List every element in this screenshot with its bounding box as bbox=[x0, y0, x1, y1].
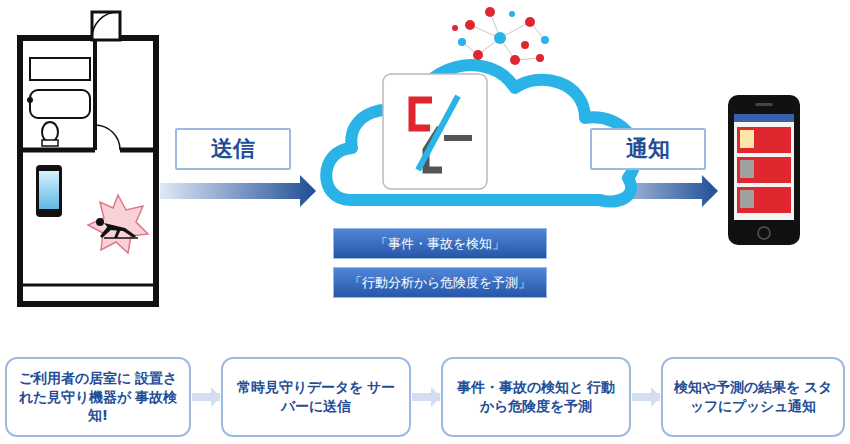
step-label: 通知 bbox=[590, 128, 706, 170]
step-label: 送信 bbox=[175, 128, 291, 170]
node-text: ご利用者の居室に 設置された見守り機器が 事故検知! bbox=[15, 369, 181, 426]
node-text: 「事件・事故を検知」 bbox=[375, 235, 505, 253]
app-icon bbox=[383, 74, 487, 189]
node-text: 常時見守りデータを サーバーに送信 bbox=[231, 378, 401, 416]
network-icons bbox=[452, 7, 549, 65]
flow-chevron bbox=[412, 393, 440, 401]
process-box: ご利用者の居室に 設置された見守り機器が 事故検知! bbox=[5, 357, 191, 437]
function-band: 「行動分析から危険度を予測」 bbox=[333, 267, 547, 298]
node-text: 「行動分析から危険度を予測」 bbox=[349, 274, 531, 292]
node-text: 事件・事故の検知と 行動から危険度を予測 bbox=[451, 378, 621, 416]
flow-chevron bbox=[192, 393, 220, 401]
node-text: 送信 bbox=[211, 134, 255, 164]
process-box: 検知や予測の結果を スタッフにプッシュ通知 bbox=[661, 357, 845, 437]
floor-plan bbox=[20, 12, 156, 304]
process-box: 事件・事故の検知と 行動から危険度を予測 bbox=[441, 357, 631, 437]
smartphone bbox=[728, 95, 800, 245]
node-text: 通知 bbox=[626, 134, 670, 164]
flow-chevron bbox=[632, 393, 660, 401]
function-band: 「事件・事故を検知」 bbox=[333, 228, 547, 259]
process-box: 常時見守りデータを サーバーに送信 bbox=[221, 357, 411, 437]
node-text: 検知や予測の結果を スタッフにプッシュ通知 bbox=[671, 378, 835, 416]
